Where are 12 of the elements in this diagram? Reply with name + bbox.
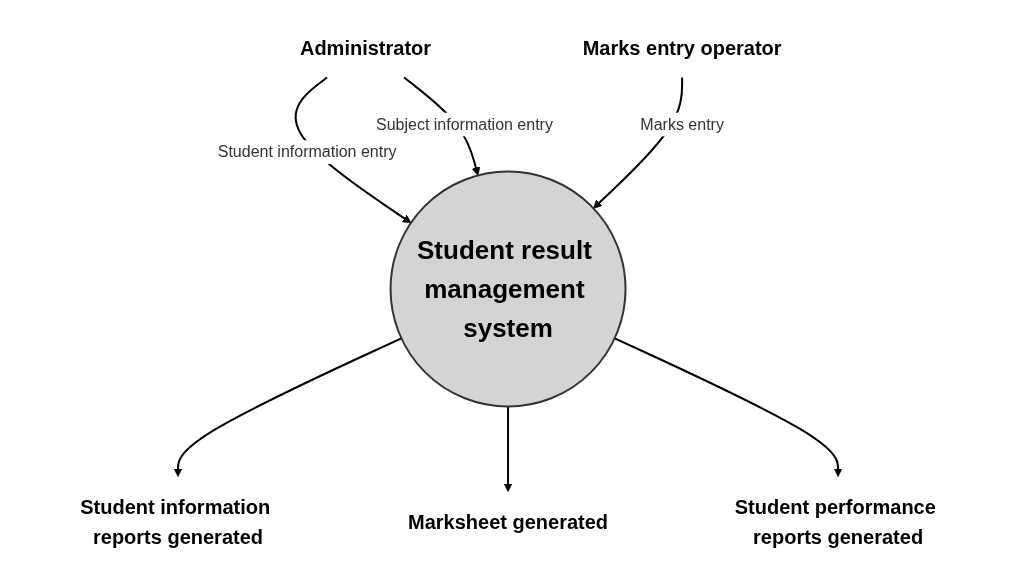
edge-label: Student information entry [217, 143, 397, 161]
edge-label: Subject information entry [375, 115, 553, 133]
arrow [613, 337, 843, 477]
node-text: Marks entry operator [582, 36, 782, 59]
node-circle: Student result management system [389, 170, 627, 408]
node-text: Marksheet generated [407, 510, 609, 533]
edge-label: Marks entry [640, 115, 724, 133]
arrow [503, 405, 513, 492]
node-text: Student information reports generated [80, 495, 271, 548]
node-text: Administrator [299, 36, 432, 59]
node-text: Student performance reports generated [734, 495, 936, 548]
arrow [173, 337, 403, 477]
